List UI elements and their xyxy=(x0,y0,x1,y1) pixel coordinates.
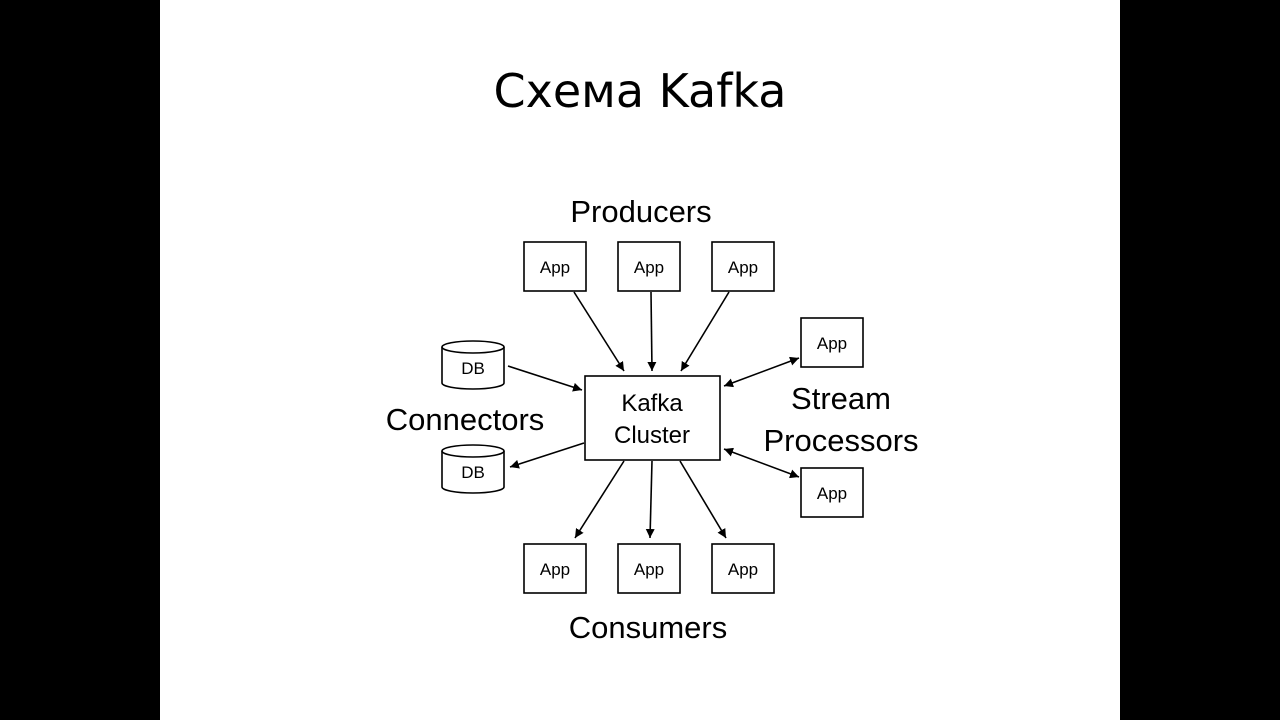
consumer-app-1-box xyxy=(523,543,587,594)
edge-consumer-3 xyxy=(679,460,727,539)
stream-app-1-box xyxy=(800,317,864,368)
connector-db-1: DB xyxy=(441,340,505,390)
producers-label: Producers xyxy=(570,194,711,229)
consumer-app-3: App xyxy=(711,543,775,594)
kafka-cluster-box xyxy=(584,375,721,461)
connector-db-1-label: DB xyxy=(461,359,485,378)
kafka-cluster-label-line1: Kafka xyxy=(621,390,683,417)
kafka-cluster-label-line2: Cluster xyxy=(614,422,690,449)
consumer-app-2: App xyxy=(617,543,681,594)
producer-app-3-label: App xyxy=(728,258,758,277)
slide xyxy=(160,0,1120,720)
stream-app-1-label: App xyxy=(817,334,847,353)
producer-app-2-label: App xyxy=(634,258,664,277)
connector-db-2-label: DB xyxy=(461,463,485,482)
connector-db-2: DB xyxy=(441,444,505,494)
producer-app-1-box xyxy=(523,241,587,292)
consumer-app-2-box xyxy=(617,543,681,594)
consumers-label: Consumers xyxy=(569,610,728,645)
slide-title: Схема Kafka xyxy=(494,64,787,118)
edge-stream-2 xyxy=(723,447,800,479)
stream-app-2: App xyxy=(800,467,864,518)
connector-db-2-rim xyxy=(441,450,505,458)
consumer-app-1-label: App xyxy=(540,560,570,579)
producer-app-1: App xyxy=(523,241,587,292)
connectors-label: Connectors xyxy=(386,402,545,437)
consumer-app-2-label: App xyxy=(634,560,664,579)
edge-producer-3 xyxy=(680,291,730,372)
edges xyxy=(507,291,800,539)
stream-app-2-label: App xyxy=(817,484,847,503)
producer-app-3: App xyxy=(711,241,775,292)
stream-app-2-box xyxy=(800,467,864,518)
edge-producer-2 xyxy=(647,291,657,372)
edge-consumer-1 xyxy=(574,460,625,539)
stream-processors-label-line2: Processors xyxy=(763,423,918,458)
edge-producer-1 xyxy=(573,291,625,372)
producer-app-2: App xyxy=(617,241,681,292)
consumer-app-3-box xyxy=(711,543,775,594)
edge-consumer-2 xyxy=(645,460,655,539)
producer-app-1-label: App xyxy=(540,258,570,277)
consumer-app-3-label: App xyxy=(728,560,758,579)
stream-processors-label-line1: Stream xyxy=(791,381,891,416)
producer-app-3-box xyxy=(711,241,775,292)
kafka-cluster-node: Kafka Cluster xyxy=(584,375,721,461)
edge-stream-1 xyxy=(723,356,800,388)
edge-connector-out xyxy=(509,442,585,469)
connector-db-1-rim xyxy=(441,346,505,354)
producer-app-2-box xyxy=(617,241,681,292)
consumer-app-1: App xyxy=(523,543,587,594)
stream-app-1: App xyxy=(800,317,864,368)
edge-connector-in xyxy=(507,365,583,392)
